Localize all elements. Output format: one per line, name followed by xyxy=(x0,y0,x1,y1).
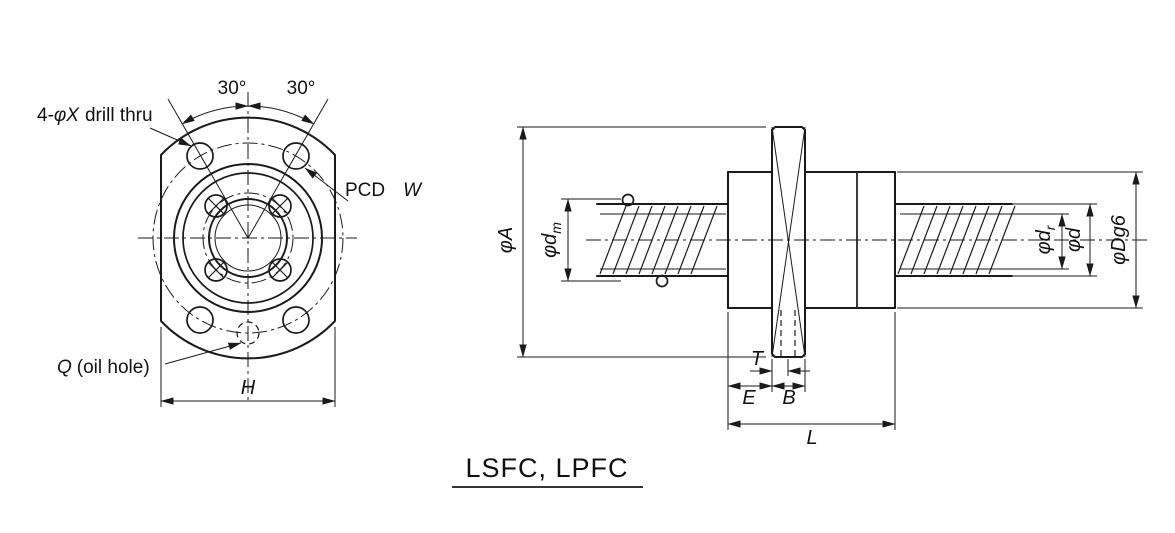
angle-right-label: 30° xyxy=(287,78,316,99)
bolt-holes xyxy=(186,142,310,334)
flange-profile xyxy=(771,126,806,358)
drill-note-symbol: φX xyxy=(54,105,80,126)
drill-leader xyxy=(149,127,192,147)
screw-outline xyxy=(894,203,1013,277)
oil-leader xyxy=(164,342,242,365)
title-block: LSFC, LPFC xyxy=(452,453,643,488)
l-label: L xyxy=(806,427,817,449)
b-label: B xyxy=(782,387,795,409)
phidm-sub: m xyxy=(548,222,564,234)
phidr-sub: r xyxy=(1042,224,1058,230)
h-label: H xyxy=(241,377,256,399)
oil-hole-hidden-lines xyxy=(780,310,796,356)
angle-line-right xyxy=(247,98,329,239)
screw-od-extension xyxy=(1012,203,1097,277)
bore-circle xyxy=(208,198,288,278)
bolt-hole xyxy=(186,142,214,170)
drawing-title: LSFC, LPFC xyxy=(465,453,628,483)
phiDg6-label: φDg6 xyxy=(1108,214,1130,265)
side-view: φA φdm φdr φd φDg6 T E B xyxy=(495,126,1148,449)
ball xyxy=(621,193,635,207)
angle-line-left xyxy=(167,98,249,239)
ball xyxy=(655,274,669,288)
pcd-note: PCD W xyxy=(345,180,423,201)
nut-body-circle xyxy=(173,163,323,313)
pcd-circle xyxy=(152,142,344,334)
screw-root-lines xyxy=(900,213,1069,270)
bolt-hole xyxy=(282,142,310,170)
cap-pcd-circle xyxy=(202,192,294,284)
screw-root-lines xyxy=(600,213,726,270)
oil-hole-circle xyxy=(236,321,260,345)
screw-right xyxy=(894,203,1097,277)
drill-note-suffix: drill thru xyxy=(85,105,153,126)
phidm-main: φd xyxy=(539,233,561,258)
phidr-label: φdr xyxy=(1033,224,1058,254)
bolt-hole xyxy=(186,306,214,334)
thread-minor-circle xyxy=(214,204,282,272)
angle-arc-left xyxy=(181,102,249,125)
angle-arc-right xyxy=(247,102,315,125)
nut-pilot-circle xyxy=(182,172,314,304)
nut-body xyxy=(727,126,896,358)
phidm-label: φdm xyxy=(539,222,564,258)
screw-left xyxy=(596,193,729,288)
angle-left-label: 30° xyxy=(218,78,247,99)
pcd-note-label: PCD xyxy=(345,180,385,201)
pcd-note-symbol: W xyxy=(403,180,423,201)
bolt-hole xyxy=(282,306,310,334)
thread-hatching xyxy=(599,205,718,275)
return-caps xyxy=(204,194,292,282)
phiA-label: φA xyxy=(495,227,517,253)
pcd-leader xyxy=(304,167,349,202)
phid-label: φd xyxy=(1063,227,1085,252)
flange-cross-marks xyxy=(771,126,806,358)
phiDg6-extension-lines xyxy=(897,171,1143,309)
phiA-extension-lines xyxy=(517,126,766,358)
oil-note-symbol: Q xyxy=(57,357,72,378)
drill-note-prefix: 4- xyxy=(37,105,54,126)
t-label: T xyxy=(751,348,765,370)
oil-note-suffix: (oil hole) xyxy=(77,357,150,378)
phidr-main: φd xyxy=(1033,229,1055,254)
oil-note: Q(oil hole) xyxy=(57,357,150,378)
e-label: E xyxy=(742,387,756,409)
thread-hatching xyxy=(897,205,1016,275)
